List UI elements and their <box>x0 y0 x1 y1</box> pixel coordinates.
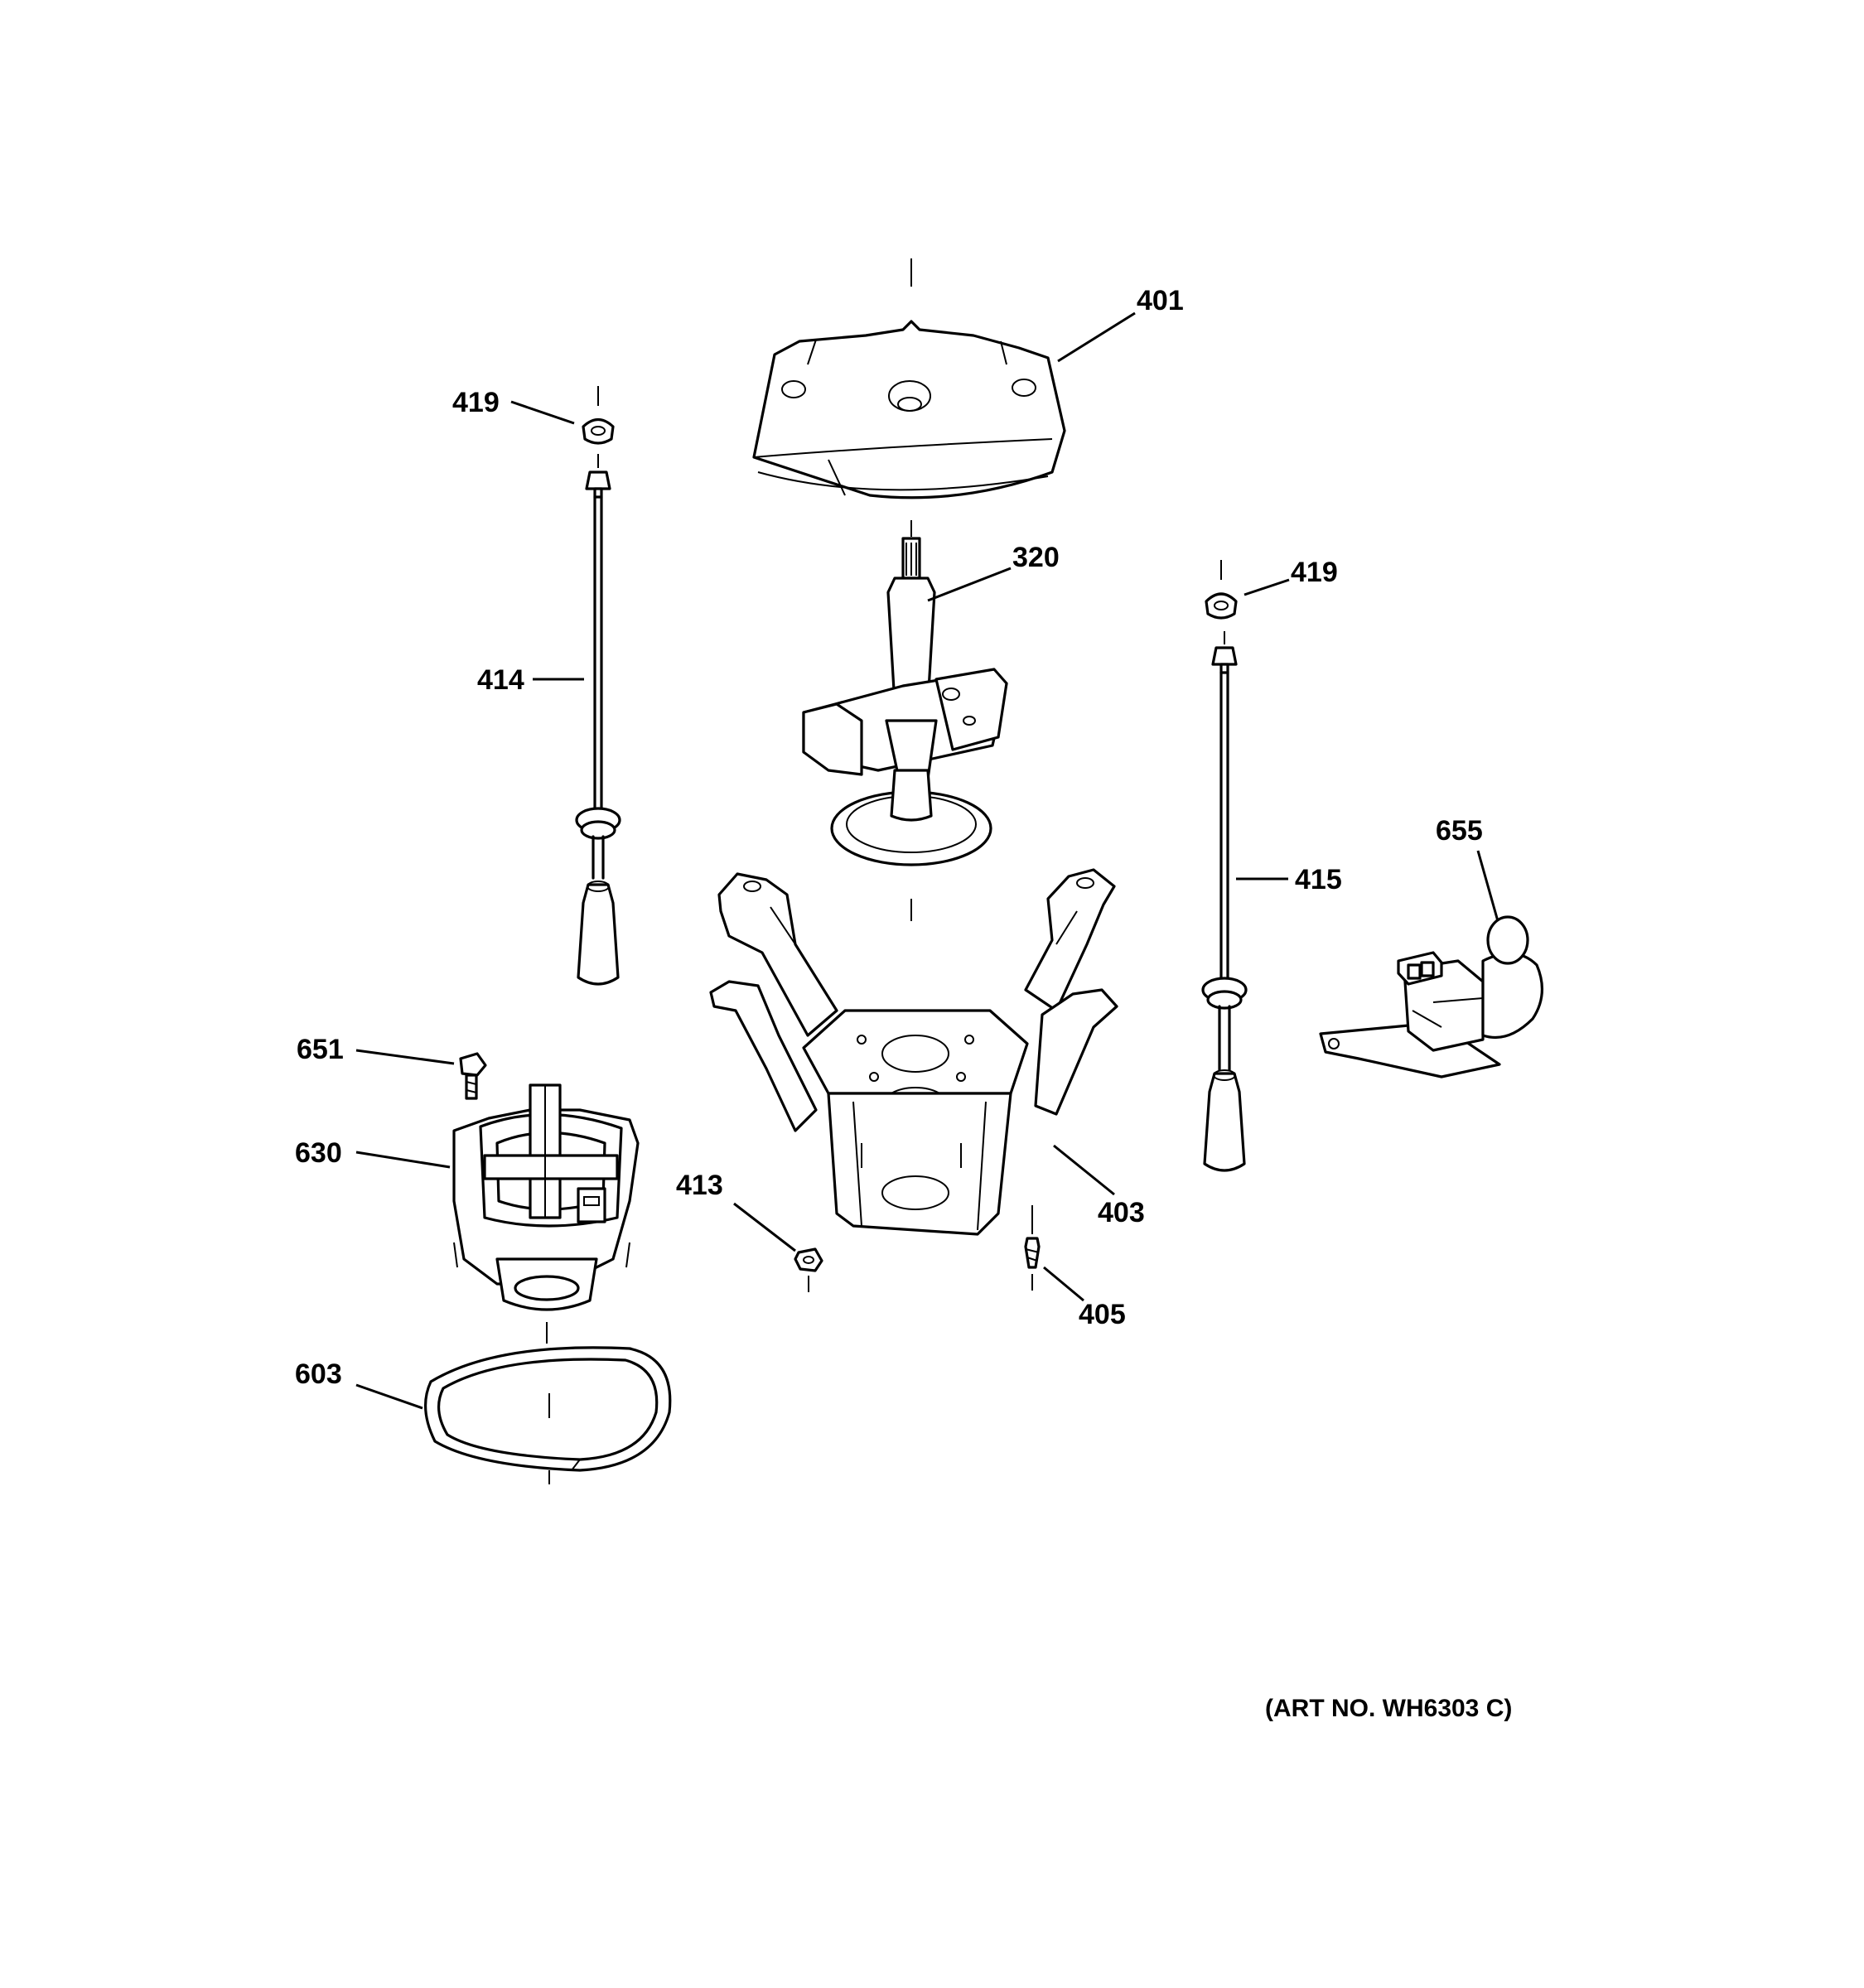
callout-415: 415 <box>1295 864 1342 895</box>
part-414-suspension-rod <box>575 454 621 986</box>
part-603-drive-belt <box>423 1346 672 1484</box>
callout-419-left: 419 <box>452 387 500 418</box>
art-number-label: (ART NO. WH6303 C) <box>1265 1695 1512 1722</box>
callout-413: 413 <box>676 1170 723 1201</box>
part-405-screw <box>1024 1205 1041 1291</box>
part-655-drain-pump <box>1319 915 1544 1078</box>
part-403-mounting-bracket <box>709 868 1118 1236</box>
leader-320 <box>927 567 1012 602</box>
leader-655 <box>1476 850 1499 922</box>
callout-603: 603 <box>295 1358 342 1390</box>
callout-405: 405 <box>1079 1299 1126 1330</box>
part-320-transmission <box>802 520 1008 919</box>
part-415-suspension-rod <box>1201 631 1248 1172</box>
leader-419-right <box>1243 578 1290 596</box>
callout-403: 403 <box>1098 1197 1145 1228</box>
leader-419-left <box>510 400 575 425</box>
part-630-motor <box>452 1083 640 1344</box>
leader-401 <box>1057 311 1136 363</box>
part-651-screw <box>459 1052 487 1100</box>
leader-413 <box>733 1202 796 1252</box>
part-419-left-nut <box>582 386 615 445</box>
callout-320: 320 <box>1012 542 1060 573</box>
part-401-shield <box>752 258 1066 499</box>
leader-403 <box>1053 1144 1115 1196</box>
callout-401: 401 <box>1137 285 1184 316</box>
leader-603 <box>355 1383 423 1410</box>
callout-414: 414 <box>477 664 524 696</box>
callout-630: 630 <box>295 1137 342 1169</box>
leader-630 <box>355 1151 451 1169</box>
callout-655: 655 <box>1436 815 1483 847</box>
part-413-nut <box>794 1247 823 1292</box>
leader-651 <box>355 1049 455 1065</box>
callout-651: 651 <box>297 1034 344 1065</box>
leader-405 <box>1043 1266 1084 1302</box>
part-419-right-nut <box>1205 560 1238 620</box>
callout-419-right: 419 <box>1291 557 1338 588</box>
